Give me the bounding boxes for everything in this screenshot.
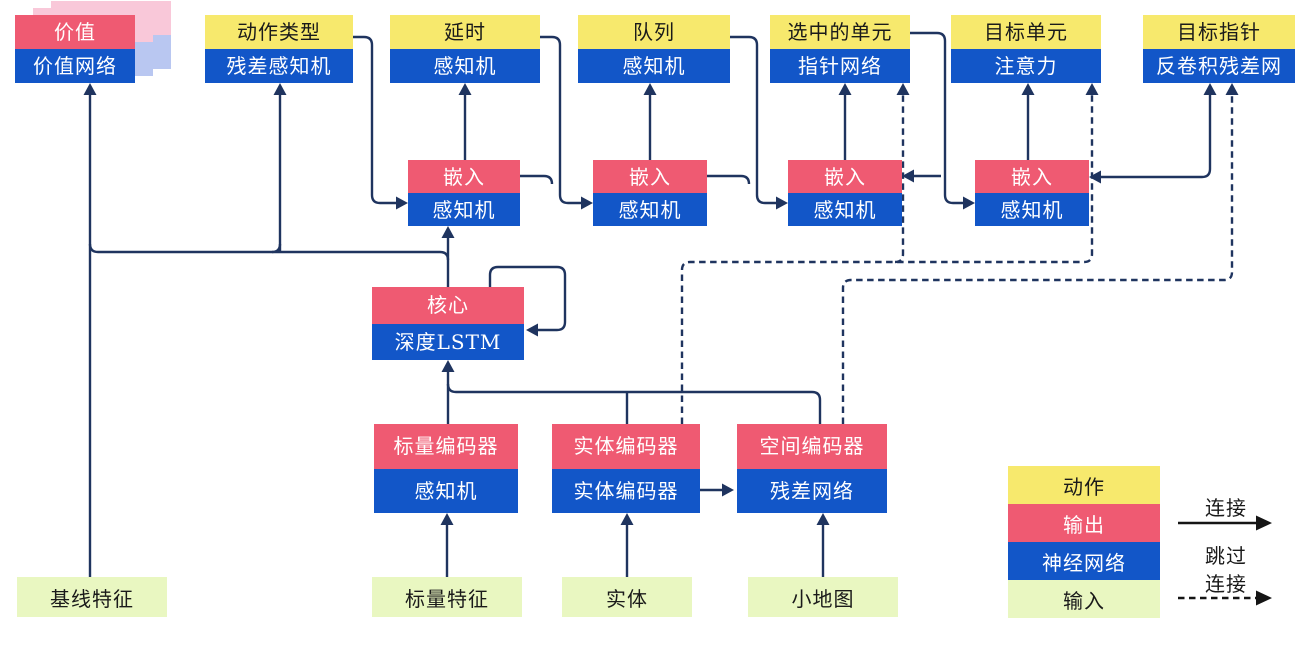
node-selected-units: 选中的单元指针网络 — [770, 15, 910, 83]
arrowhead-icon — [1256, 515, 1272, 531]
arrowhead-icon — [1225, 83, 1239, 95]
legend-swatch-input: 输入 — [1008, 580, 1160, 618]
legend-swatch-output: 输出 — [1008, 504, 1160, 542]
arrowhead-icon — [581, 196, 593, 210]
node-label: 实体编码器 — [552, 468, 700, 513]
node-target-point: 目标指针反卷积残差网 — [1143, 15, 1295, 83]
node-label: 残差感知机 — [205, 49, 353, 83]
arrowhead-icon — [396, 196, 408, 210]
arrowhead-icon — [526, 323, 538, 337]
arrowhead-icon — [776, 196, 788, 210]
arrowhead-icon — [902, 169, 914, 183]
legend-swatch-network: 神经网络 — [1008, 542, 1160, 580]
node-label: 标量编码器 — [374, 424, 518, 469]
node-embed-2: 嵌入感知机 — [593, 160, 707, 226]
input-node-entities: 实体 — [562, 577, 692, 617]
node-action-type: 动作类型残差感知机 — [205, 15, 353, 83]
node-label: 嵌入 — [788, 160, 902, 193]
input-node-baseline-features: 基线特征 — [17, 577, 167, 617]
node-target-unit: 目标单元注意力 — [951, 15, 1101, 83]
connection-line — [1101, 95, 1212, 179]
legend-label-connection: 连接 — [1205, 496, 1247, 520]
arrowhead-icon — [441, 360, 455, 372]
arrowhead-icon — [722, 483, 734, 497]
node-label: 感知机 — [390, 49, 540, 83]
node-label: 目标指针 — [1143, 15, 1295, 49]
arrowhead-icon — [963, 196, 975, 210]
arrowhead-icon — [1089, 170, 1101, 184]
node-label: 感知机 — [578, 49, 730, 83]
arrowhead-icon — [273, 83, 287, 95]
connection-line — [520, 174, 554, 185]
connection-line — [730, 35, 776, 205]
arrowhead-icon — [83, 83, 97, 95]
connection-line — [271, 243, 282, 254]
arrowhead-icon — [1256, 590, 1272, 606]
node-label: 感知机 — [408, 193, 520, 226]
node-label: 深度LSTM — [372, 323, 524, 360]
node-label: 嵌入 — [408, 160, 520, 193]
node-label: 感知机 — [788, 193, 902, 226]
node-embed-4: 嵌入感知机 — [975, 160, 1089, 226]
arrowhead-icon — [1085, 83, 1099, 95]
arrowhead-icon — [643, 83, 657, 95]
skip-connection-line — [841, 95, 1234, 424]
node-label: 目标单元 — [951, 15, 1101, 49]
node-scalar-encoder: 标量编码器感知机 — [374, 424, 518, 513]
arrowhead-icon — [620, 513, 634, 525]
arrowhead-icon — [458, 83, 472, 95]
node-label: 价值网络 — [15, 49, 135, 83]
node-queue: 队列感知机 — [578, 15, 730, 83]
arrowhead-icon — [816, 513, 830, 525]
connection-line — [353, 35, 396, 205]
node-spatial-encoder: 空间编码器残差网络 — [737, 424, 887, 513]
input-node-scalar-features: 标量特征 — [372, 577, 522, 617]
node-label: 嵌入 — [975, 160, 1089, 193]
legend-label-skip-line1: 跳过 — [1205, 544, 1247, 568]
input-node-minimap: 小地图 — [748, 577, 898, 617]
node-label: 嵌入 — [593, 160, 707, 193]
skip-connection-line — [894, 95, 905, 264]
arrowhead-icon — [1203, 83, 1217, 95]
arrowhead-icon — [1021, 83, 1035, 95]
node-entity-encoder: 实体编码器实体编码器 — [552, 424, 700, 513]
connection-line — [910, 31, 963, 205]
node-embed-1: 嵌入感知机 — [408, 160, 520, 226]
arrowhead-icon — [838, 83, 852, 95]
connection-line — [488, 265, 567, 332]
node-label: 残差网络 — [737, 468, 887, 513]
node-label: 实体编码器 — [552, 424, 700, 469]
node-label: 选中的单元 — [770, 15, 910, 49]
node-label: 动作类型 — [205, 15, 353, 49]
node-label: 核心 — [372, 287, 524, 324]
node-label: 价值 — [15, 15, 135, 49]
node-label: 队列 — [578, 15, 730, 49]
node-label: 反卷积残差网 — [1143, 49, 1295, 83]
connection-line — [707, 174, 751, 185]
node-label: 感知机 — [374, 468, 518, 513]
skip-connection-line — [680, 95, 1094, 424]
connection-line — [88, 243, 450, 261]
legend-swatch-action: 动作 — [1008, 466, 1160, 504]
node-label: 感知机 — [593, 193, 707, 226]
connection-line — [540, 35, 581, 205]
node-core: 核心深度LSTM — [372, 287, 524, 360]
node-label: 指针网络 — [770, 49, 910, 83]
arrowhead-icon — [440, 513, 454, 525]
node-label: 空间编码器 — [737, 424, 887, 469]
node-embed-3: 嵌入感知机 — [788, 160, 902, 226]
node-delay: 延时感知机 — [390, 15, 540, 83]
legend-label-skip-line2: 连接 — [1205, 572, 1247, 596]
arrowhead-icon — [441, 226, 455, 238]
node-label: 延时 — [390, 15, 540, 49]
node-value: 价值价值网络 — [15, 15, 135, 83]
node-label: 感知机 — [975, 193, 1089, 226]
node-label: 注意力 — [951, 49, 1101, 83]
connection-line — [446, 383, 822, 424]
arrowhead-icon — [896, 83, 910, 95]
